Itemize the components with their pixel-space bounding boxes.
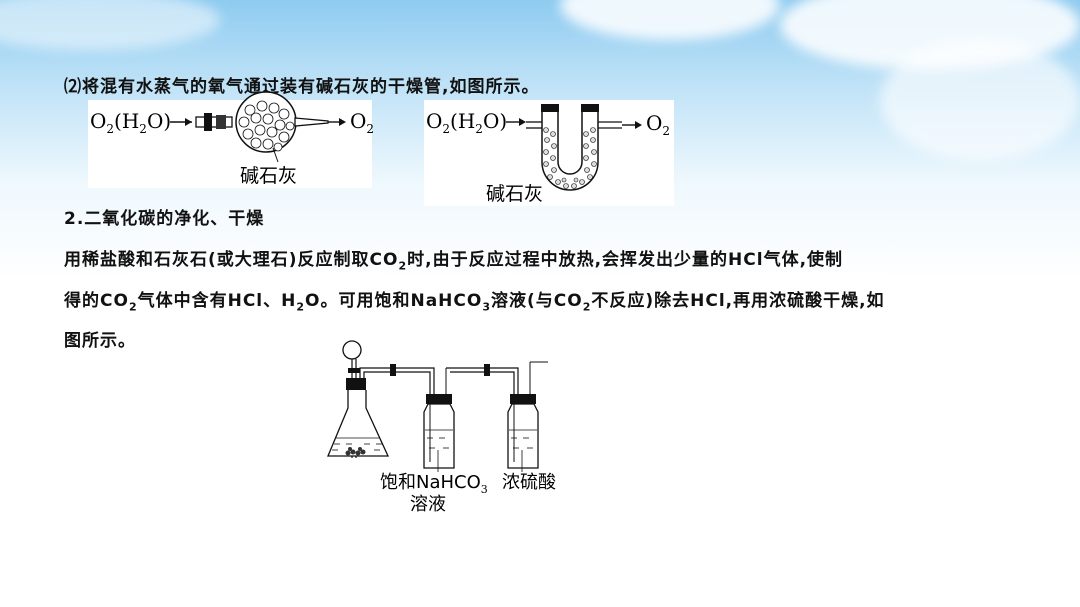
cloud-decoration (880, 40, 1080, 160)
cloud-decoration (560, 0, 780, 40)
cloud-decoration (0, 0, 220, 50)
paragraph-line-3: 图所示。 (64, 331, 136, 351)
figure-u-tube: O2(H2O) O2 碱石灰 (424, 100, 674, 206)
inlet-label: O2(H2O) (426, 109, 507, 136)
subsection-line: ⑵将混有水蒸气的氧气通过装有碱石灰的干燥管,如图所示。 (64, 77, 540, 97)
figure-caption: 碱石灰 (240, 165, 297, 187)
paragraph-line-2: 得的CO2气体中含有HCl、H2O。可用饱和NaHCO3溶液(与CO2不反应)除… (64, 291, 885, 314)
figure-drying-tube: O2(H2O) O2 碱石灰 (88, 91, 374, 188)
caption-solution: 溶液 (410, 494, 446, 515)
paragraph-line-1: 用稀盐酸和石灰石(或大理石)反应制取CO2时,由于反应过程中放热,会挥发出少量的… (64, 250, 844, 273)
caption-nahco3: 饱和NaHCO3 (380, 472, 488, 496)
outlet-label: O2 (350, 109, 374, 136)
inlet-label: O2(H2O) (90, 109, 171, 136)
figure-caption: 碱石灰 (486, 183, 543, 205)
section-heading: 2.二氧化碳的净化、干燥 (64, 209, 265, 229)
caption-sulfuric-acid: 浓硫酸 (502, 472, 556, 493)
outlet-label: O2 (646, 111, 670, 138)
figure-purification-apparatus: 饱和NaHCO3 溶液 浓硫酸 (326, 338, 562, 516)
